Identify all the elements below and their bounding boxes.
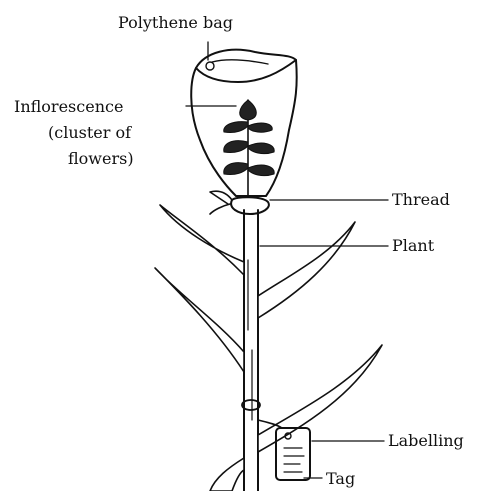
label-thread: Thread bbox=[392, 190, 450, 209]
labels: Polythene bag Inflorescence (cluster of … bbox=[14, 13, 464, 488]
plant-stem bbox=[244, 210, 258, 491]
leaf-upper-right bbox=[258, 222, 355, 318]
leaves bbox=[155, 205, 382, 491]
label-labelling: Labelling bbox=[388, 431, 464, 450]
leaf-bottom-left bbox=[210, 458, 244, 491]
leaf-upper-left bbox=[160, 205, 244, 275]
thread-tie bbox=[210, 191, 269, 214]
tag bbox=[258, 420, 310, 480]
inflorescence bbox=[224, 100, 274, 196]
label-inflorescence-flowers: flowers) bbox=[68, 149, 134, 168]
label-inflorescence: Inflorescence bbox=[14, 97, 123, 116]
leader-lines bbox=[186, 42, 388, 478]
label-tag: Tag bbox=[326, 469, 355, 488]
label-inflorescence-cluster: (cluster of bbox=[48, 123, 132, 142]
leaf-lower-left bbox=[155, 268, 244, 372]
label-polythene-bag: Polythene bag bbox=[118, 13, 233, 32]
label-plant: Plant bbox=[392, 236, 435, 255]
